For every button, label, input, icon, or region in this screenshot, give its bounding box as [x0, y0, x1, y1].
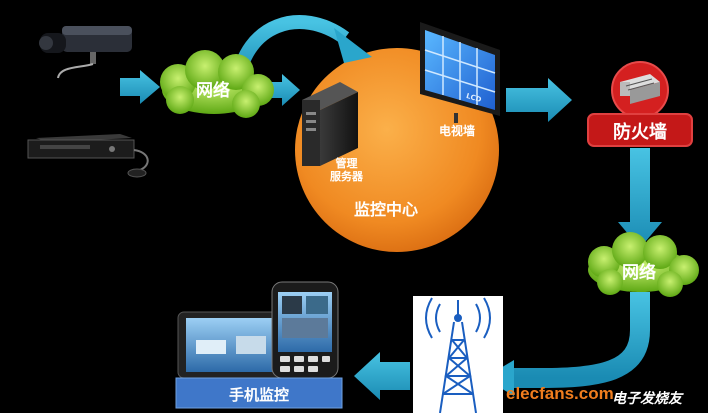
watermark-site: elecfans.com	[506, 384, 614, 403]
watermark-brand: 电子发烧友	[612, 391, 682, 407]
cloud-right-label: 网络	[622, 263, 656, 283]
tv-wall-label: 电视墙	[439, 124, 476, 138]
dvr-recorder-icon	[27, 134, 149, 178]
tower-icon	[425, 297, 491, 413]
server-label-line1: 管理	[335, 157, 358, 170]
phone-icon	[271, 281, 339, 379]
firewall-label: 防火墙	[613, 122, 667, 143]
tablet-icon	[177, 311, 287, 379]
arrow-to-mobile	[354, 352, 410, 400]
firewall-icon	[587, 61, 693, 147]
mobile-label: 手机监控	[228, 386, 289, 404]
cloud-right-icon	[588, 232, 699, 297]
camera-icon	[39, 26, 132, 79]
tv-wall-icon	[420, 22, 500, 123]
server-label-line2: 服务器	[330, 170, 363, 183]
cloud-left-label: 网络	[196, 81, 230, 101]
curved-arrow-head	[334, 28, 372, 63]
curved-arrow	[231, 15, 350, 84]
arrow-right-2	[264, 74, 300, 106]
server-icon	[302, 82, 358, 166]
server-label: 管理 服务器	[330, 157, 363, 183]
arrow-right-1	[120, 70, 160, 104]
curved-arrow-bottom	[510, 292, 650, 388]
arrow-to-firewall	[506, 78, 572, 122]
cloud-left-icon	[160, 50, 274, 118]
arrow-down	[618, 148, 662, 248]
monitor-center-label: 监控中心	[354, 200, 419, 219]
mobile-label-bar	[175, 377, 343, 409]
